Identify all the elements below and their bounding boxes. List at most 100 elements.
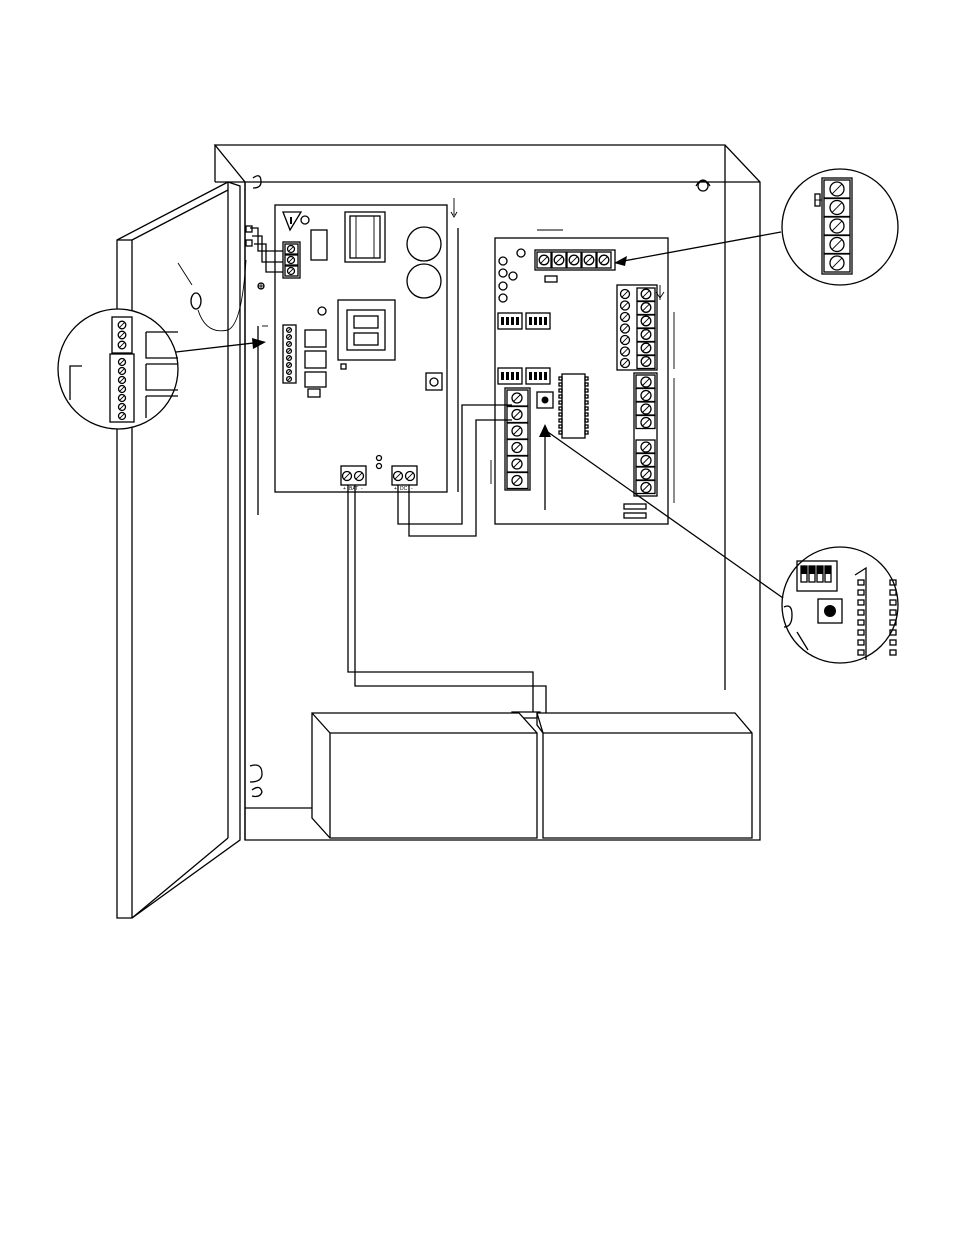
terminal-screw	[621, 359, 630, 368]
screw-slot	[514, 461, 521, 468]
terminal-screw	[394, 472, 403, 481]
terminal-screw	[288, 257, 295, 264]
callout-bottom-right	[782, 547, 898, 663]
screw-slot	[643, 406, 650, 413]
chip-pin	[585, 395, 588, 398]
screw-slot	[407, 473, 413, 479]
screw-slot	[643, 379, 650, 386]
terminal-screw	[641, 330, 651, 340]
chip-pin	[559, 419, 562, 422]
dip-lever	[506, 317, 509, 325]
terminal-screw	[512, 426, 522, 436]
chip-pin	[559, 377, 562, 380]
dip-lever	[534, 372, 537, 380]
screw-slot	[586, 257, 593, 264]
screw-slot	[643, 291, 650, 298]
terminal-screw	[512, 443, 522, 453]
keyhole-slot-bottom-left	[250, 765, 262, 797]
terminal-screw	[569, 255, 579, 265]
control-module-board	[491, 230, 674, 524]
chip-pin	[559, 431, 562, 434]
chip-pin	[585, 407, 588, 410]
chip-pin	[559, 425, 562, 428]
dc-plus-label: +	[394, 486, 397, 492]
screw-slot	[643, 331, 650, 338]
screw-slot	[622, 291, 628, 297]
dip-lever	[809, 566, 815, 574]
screw-slot	[622, 337, 628, 343]
screw-slot	[514, 444, 521, 451]
terminal-screw	[621, 347, 630, 356]
power-supply-board: + BAT - + DC -	[246, 198, 458, 515]
screw-slot	[643, 358, 650, 365]
screw-slot	[289, 247, 294, 252]
dip-lever	[825, 566, 831, 574]
dip-lever	[534, 317, 537, 325]
screw-slot	[514, 477, 521, 484]
chip-pin	[585, 413, 588, 416]
dip-lever	[501, 372, 504, 380]
terminal-screw	[406, 472, 415, 481]
screw-slot	[643, 345, 650, 352]
screw-slot	[622, 325, 628, 331]
dip-switch	[526, 368, 550, 384]
battery-left	[312, 713, 537, 838]
terminal-screw	[641, 391, 651, 401]
screw-slot	[601, 257, 608, 264]
terminal-screw	[287, 335, 292, 340]
screw-slot	[287, 363, 290, 366]
terminal-screw	[621, 324, 630, 333]
status-led	[499, 269, 507, 277]
status-led	[509, 272, 517, 280]
chip-pin	[890, 650, 896, 655]
terminal-screw	[287, 349, 292, 354]
status-led	[517, 249, 525, 257]
screw-slot	[287, 335, 290, 338]
screw-slot	[287, 349, 290, 352]
screw-slot	[287, 328, 290, 331]
chip-pin	[559, 383, 562, 386]
callout-top-right-arrow	[614, 232, 781, 266]
chip-pin	[559, 413, 562, 416]
terminal-screw	[641, 483, 651, 493]
screw-slot	[643, 419, 650, 426]
chip-pin	[585, 389, 588, 392]
screw-slot	[571, 257, 578, 264]
callout-bottom-right-arrow	[539, 424, 783, 598]
dip-lever	[516, 317, 519, 325]
screw-slot	[556, 257, 563, 264]
screw-slot	[395, 473, 401, 479]
dip-lever	[501, 317, 504, 325]
chip-pin	[890, 640, 896, 645]
terminal-screw	[641, 343, 651, 353]
terminal-screw	[287, 356, 292, 361]
callout-top-right	[782, 169, 898, 285]
dip-lever	[511, 372, 514, 380]
dip-lever	[544, 372, 547, 380]
callout-left	[58, 309, 178, 429]
screw-slot	[514, 411, 521, 418]
dip-lever	[516, 372, 519, 380]
terminal-screw	[584, 255, 594, 265]
terminal-screw	[641, 377, 651, 387]
terminal-screw	[641, 357, 651, 367]
dc-label: DC	[400, 486, 408, 492]
screw-slot	[356, 473, 362, 479]
screw-slot	[289, 269, 294, 274]
dc-minus-label: -	[411, 486, 413, 492]
status-led	[499, 294, 507, 302]
chip-pin	[585, 383, 588, 386]
dip-lever	[544, 317, 547, 325]
bat-label: BAT	[349, 486, 358, 492]
terminal-screw	[641, 316, 651, 326]
screw-slot	[287, 377, 290, 380]
screw-slot	[643, 471, 650, 478]
screw-slot	[643, 392, 650, 399]
terminal-screw	[287, 342, 292, 347]
terminal-screw	[287, 363, 292, 368]
dip-switch	[498, 313, 522, 329]
chip-pin	[585, 431, 588, 434]
dip-lever	[539, 372, 542, 380]
terminal-screw	[288, 246, 295, 253]
screw-slot	[643, 484, 650, 491]
